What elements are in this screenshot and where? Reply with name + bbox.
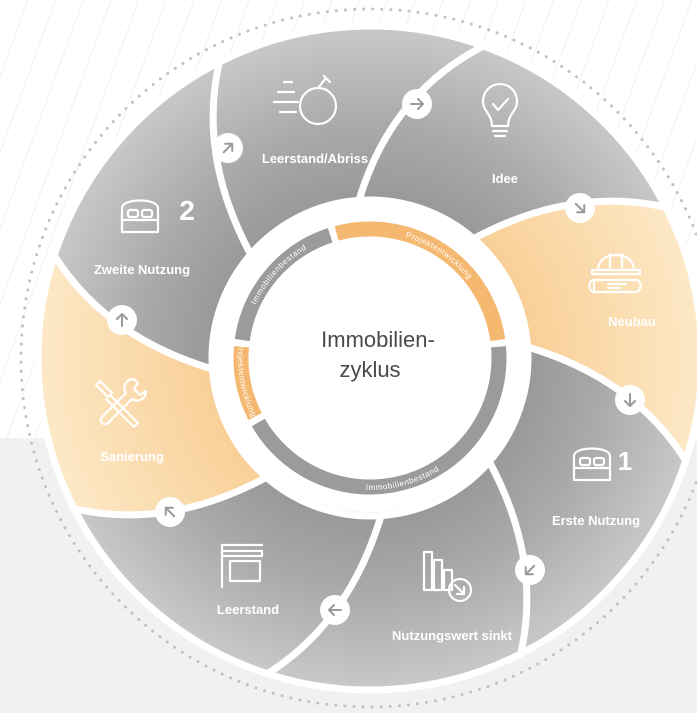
center-title-line1: Immobilien- (321, 327, 435, 352)
ring-arc-immobilienbestand-top (234, 228, 333, 342)
inner-ring (233, 221, 507, 495)
lightbulb-icon (481, 83, 519, 138)
arrow-to-zweite-nutzung (107, 305, 137, 335)
hardhat-blueprint-icon (588, 252, 642, 294)
arrow-to-neubau (565, 193, 595, 223)
bed-badge-2: 2 (179, 195, 195, 226)
segment-leerstand (65, 473, 385, 678)
arrow-to-leerstand (320, 595, 350, 625)
ring-arc-projektentwicklung-bottom (233, 346, 262, 420)
arrow-to-leerstand-abriss (213, 133, 243, 163)
segment-label-leerstand-abriss: Leerstand/Abriss (262, 151, 368, 166)
bed-icon (572, 447, 612, 482)
segment-label-sanierung: Sanierung (100, 449, 164, 464)
arrow-to-sanierung (155, 497, 185, 527)
segment-label-leerstand: Leerstand (217, 602, 279, 617)
segment-label-idee: Idee (492, 171, 518, 186)
ring-arc-projektentwicklung-top (334, 221, 506, 342)
cycle-arrows (107, 89, 645, 625)
arrow-to-nutzungswert-sinkt (515, 555, 545, 585)
center-title-line2: zyklus (339, 357, 400, 382)
empty-sign-icon (220, 543, 264, 589)
segment-label-neubau: Neubau (608, 314, 656, 329)
center-disc (250, 237, 490, 477)
segment-nutzungswert-sinkt (252, 458, 531, 694)
arrow-to-erste-nutzung (615, 385, 645, 415)
segment-sanierung (34, 240, 270, 519)
bed-badge-1: 1 (618, 446, 632, 476)
tools-icon (94, 377, 148, 429)
segment-label-zweite-nutzung: Zweite Nutzung (94, 262, 190, 277)
segment-label-erste-nutzung: Erste Nutzung (552, 513, 640, 528)
wrecking-ball-icon (272, 74, 338, 126)
declining-bars-icon (422, 550, 473, 603)
arrow-to-idee (402, 89, 432, 119)
segment-leerstand-abriss (209, 22, 488, 258)
ring-arc-immobilienbestand-bottom (251, 346, 507, 495)
segment-label-nutzungswert-sinkt: Nutzungswert sinkt (392, 628, 513, 643)
bed-icon (120, 199, 160, 234)
